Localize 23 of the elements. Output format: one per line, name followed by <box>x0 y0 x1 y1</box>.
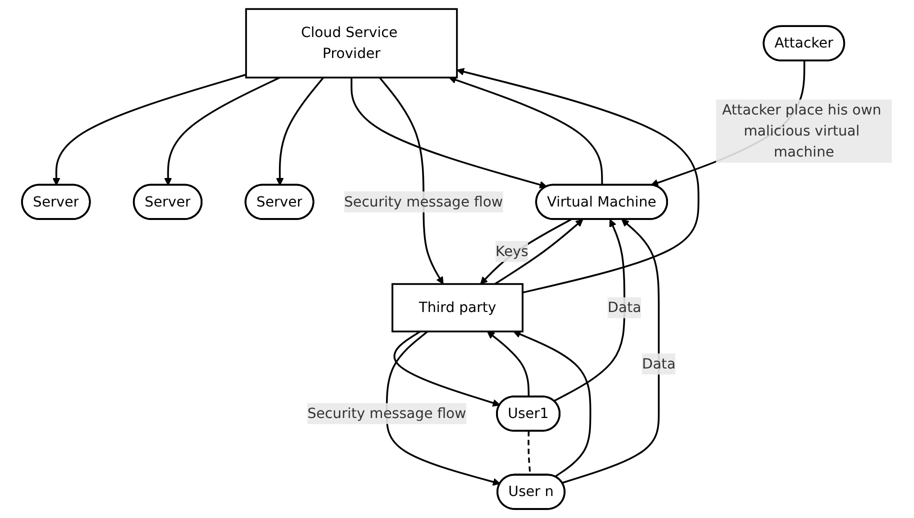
edge-label: Keys <box>496 242 528 260</box>
arrow <box>350 78 548 188</box>
arrow <box>480 218 572 284</box>
arrow <box>494 219 584 285</box>
edge-label: Attacker place his own malicious virtual machine <box>722 101 882 160</box>
arrow <box>394 330 500 407</box>
edge-label: Data <box>642 355 676 372</box>
arrow <box>378 77 444 284</box>
arrow <box>386 330 501 486</box>
arrow <box>456 68 700 294</box>
arrow <box>554 219 626 402</box>
arrow <box>513 330 592 478</box>
node-box: Third party <box>392 283 524 332</box>
arrow <box>52 74 246 186</box>
arrow <box>448 76 604 186</box>
edge-label: Data <box>608 298 642 316</box>
edge-label: Security message flow <box>307 404 466 422</box>
node-box: Cloud Service Provider <box>245 8 458 78</box>
arrow <box>562 219 660 484</box>
arrow <box>164 76 280 186</box>
arrow <box>276 77 324 186</box>
edge-label: Security message flow <box>344 193 503 210</box>
arrow <box>487 331 530 397</box>
